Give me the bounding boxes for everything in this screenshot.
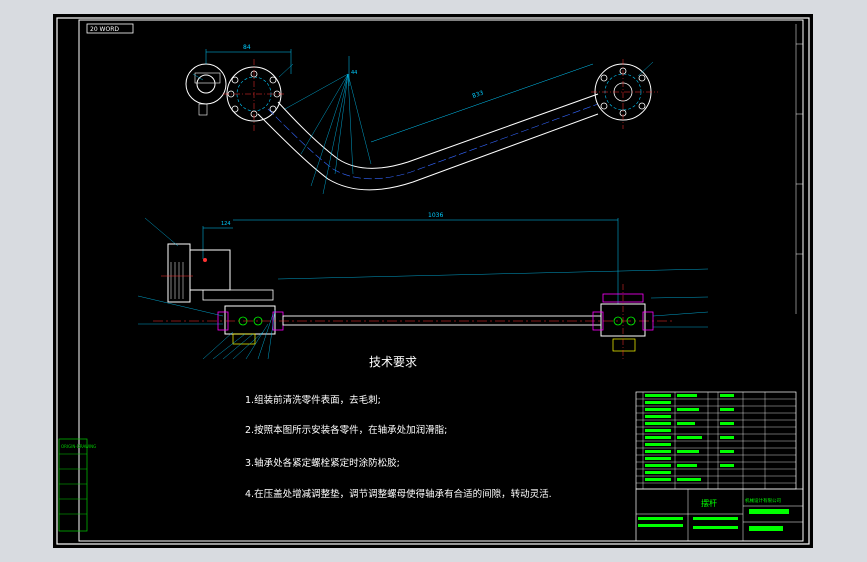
dim-side-left: 124	[221, 221, 231, 227]
tech-req-item-2: 2.按照本图所示安装各零件，在轴承处加润滑脂;	[245, 424, 447, 436]
side-stamp-text: ORIGIN-DRAWING	[61, 444, 96, 449]
stamp-box	[86, 23, 134, 34]
cad-drawing: 20 WORD ORIGIN-DRAWING	[56, 17, 810, 545]
top-view: 84 44 833	[185, 44, 658, 195]
dim-side-long: 1036	[428, 212, 443, 219]
title-block: 摆杆 机械设计有限公司	[635, 488, 804, 542]
stamp-text: 20 WORD	[90, 26, 119, 33]
dim-top-right-small: 44	[351, 70, 357, 76]
side-stamp-box: ORIGIN-DRAWING	[58, 438, 96, 532]
dim-top-width: 84	[243, 44, 251, 51]
tech-req-item-1: 1.组装前清洗零件表面，去毛刺;	[245, 394, 381, 406]
front-view: 124 1036	[137, 212, 709, 360]
dim-long-arm: 833	[471, 89, 484, 99]
outer-border	[56, 17, 810, 545]
tech-req-title: 技术要求	[369, 355, 417, 369]
title-block-company: 机械设计有限公司	[745, 497, 781, 504]
bom-table	[635, 391, 797, 490]
right-margin-cells	[795, 24, 803, 314]
tech-req-item-3: 3.轴承处各紧定螺栓紧定时涂防松胶;	[245, 457, 400, 469]
technical-requirements: 技术要求 1.组装前清洗零件表面，去毛刺; 2.按照本图所示安装各零件，在轴承处…	[245, 355, 552, 500]
inner-border	[78, 19, 804, 542]
tech-req-item-4: 4.在压盖处增减调整垫，调节调整螺母使得轴承有合适的间隙，转动灵活.	[245, 488, 552, 500]
title-block-name: 摆杆	[701, 498, 717, 508]
drawing-sheet: 20 WORD ORIGIN-DRAWING	[53, 14, 813, 548]
